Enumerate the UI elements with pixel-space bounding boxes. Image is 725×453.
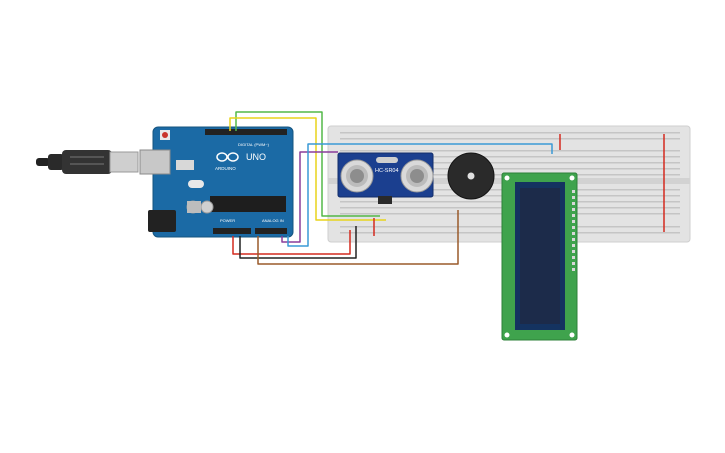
digital-header <box>205 129 287 135</box>
arduino-uno-board[interactable]: UNO ARDUINO DIGITAL (PWM~) POWER ANALOG … <box>139 126 294 238</box>
arduino-logo-text: ARDUINO <box>215 166 236 171</box>
ultrasonic-sensor[interactable]: HC-SR04 <box>337 152 434 204</box>
sensor-model-label: HC-SR04 <box>375 168 399 174</box>
lcd-pins <box>572 190 575 271</box>
usb-cable[interactable] <box>36 150 139 174</box>
wire-red[interactable] <box>232 230 351 255</box>
power-pins-label: POWER <box>220 218 235 223</box>
power-jack <box>148 210 176 232</box>
analog-header <box>255 228 287 234</box>
digital-pins-label: DIGITAL (PWM~) <box>238 142 270 147</box>
analog-pins-label: ANALOG IN <box>262 218 284 223</box>
wire-black[interactable] <box>239 226 357 259</box>
arduino-logo-icon <box>216 152 239 162</box>
atmega-chip <box>210 196 286 212</box>
wire-purple[interactable] <box>281 151 338 243</box>
power-header <box>213 228 251 234</box>
usb-jack <box>139 149 171 175</box>
wire-brown[interactable] <box>257 210 459 265</box>
lcd-screen <box>520 188 560 324</box>
wire-blue[interactable] <box>287 143 553 247</box>
lcd-16x2-display[interactable] <box>501 172 578 341</box>
arduino-model-label: UNO <box>246 152 266 162</box>
piezo-buzzer[interactable] <box>447 152 495 200</box>
wire-yellow[interactable] <box>229 117 386 221</box>
